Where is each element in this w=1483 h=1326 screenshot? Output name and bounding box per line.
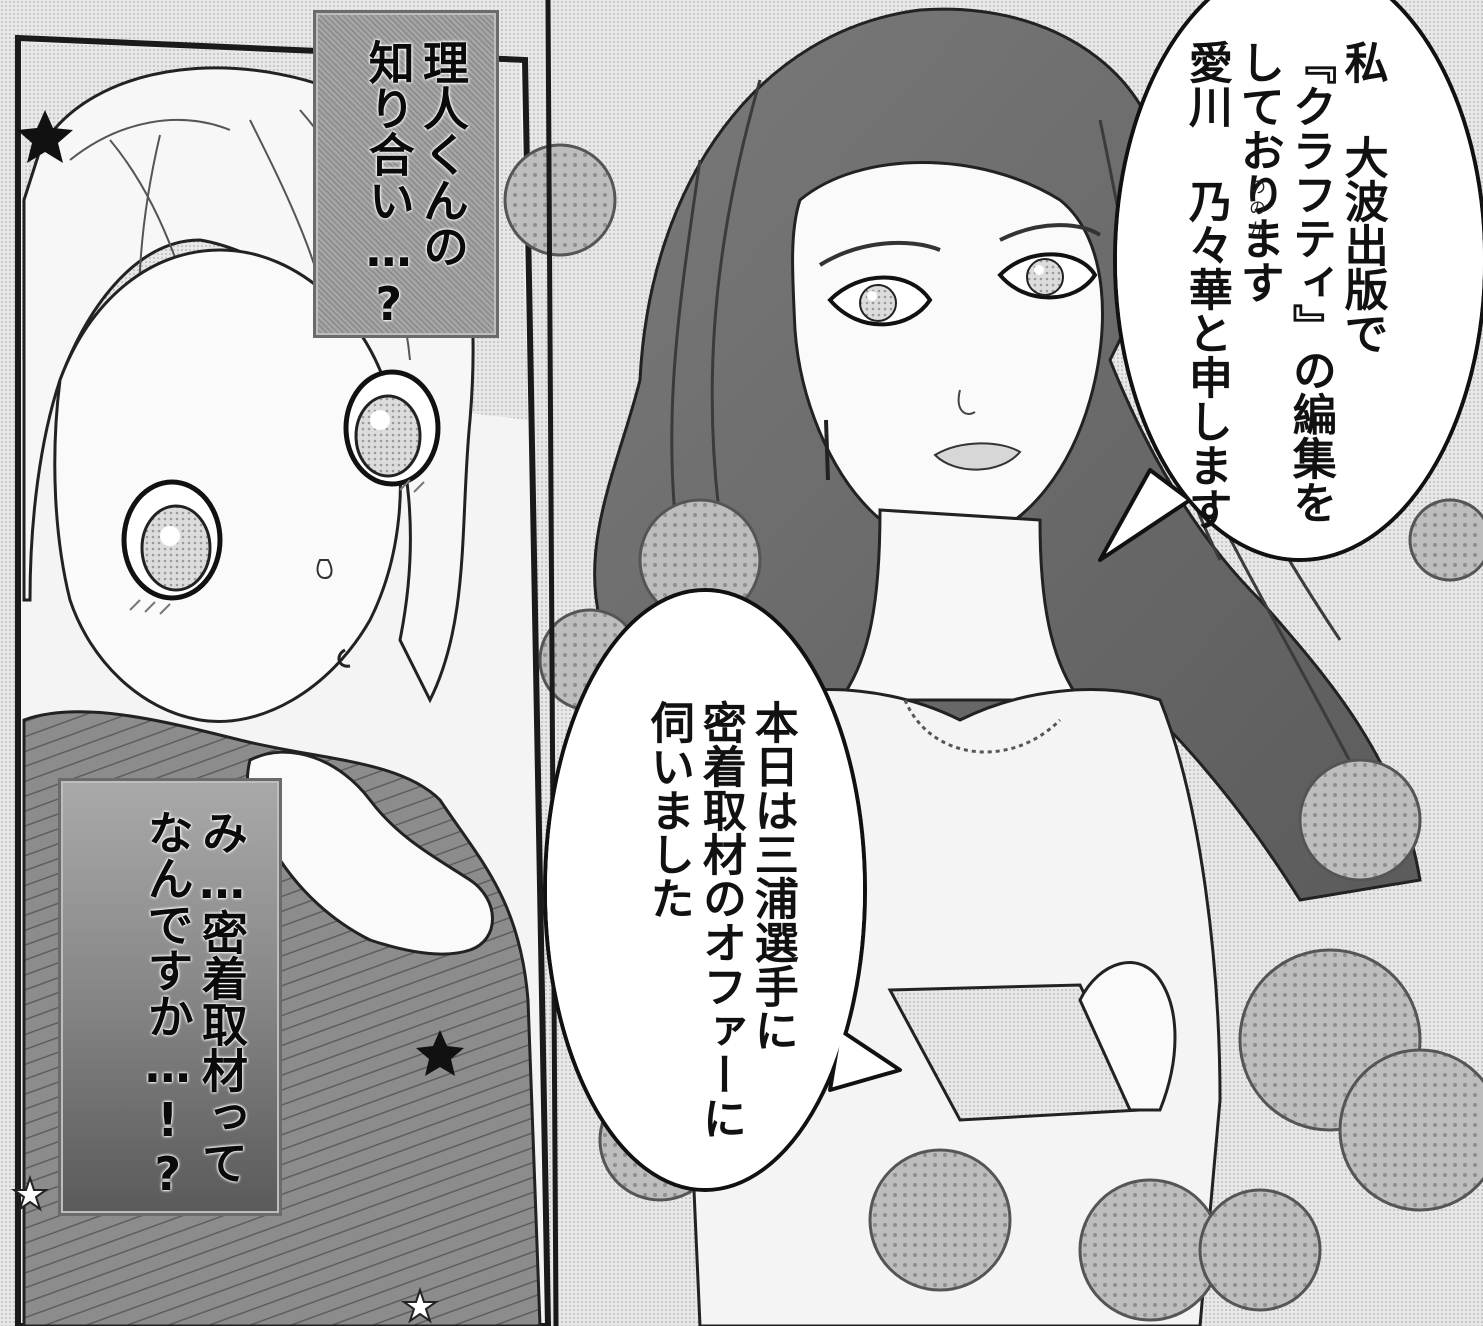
caption-1-text: 理人くんの 知り合い…? [361, 39, 470, 331]
girl-eye-left [121, 479, 223, 601]
bubble-1-line-2: 『クラフティ』の編集を [1284, 40, 1336, 524]
bubble-1-line-1: 私 大波出版で [1336, 40, 1388, 355]
bubble-2-line-3: 伺いました [642, 700, 694, 920]
bubble-2-line-2: 密着取材のオファーに [694, 700, 746, 1140]
speech-bubble-2-text: 本日は三浦選手に 密着取材のオファーに 伺いました [642, 700, 798, 1140]
woman-eye-left [827, 275, 933, 327]
narration-caption-1: 理人くんの 知り合い…? [313, 10, 499, 338]
caption-1-line-2: 知り合い…? [361, 39, 416, 331]
speech-bubble-1 [1098, 0, 1483, 562]
narration-caption-2: み…密着取材って なんですか…!? [58, 778, 282, 1216]
furigana-nonoka: ののか [1245, 178, 1265, 241]
caption-2-line-1: み…密着取材って [195, 809, 249, 1185]
woman-eye-right [997, 252, 1098, 300]
roses [503, 143, 1483, 1322]
bubble-1-line-4: 愛川 乃々華と申します [1180, 40, 1232, 531]
bubble-1-line-3: しております [1232, 40, 1284, 304]
speech-bubble-2 [543, 588, 902, 1192]
girl-eye-right [343, 369, 441, 487]
speech-bubble-1-text: 私 大波出版で 『クラフティ』の編集を しております 愛川 乃々華と申します [1180, 40, 1388, 531]
bubble-2-line-1: 本日は三浦選手に [746, 700, 798, 1052]
caption-2-text: み…密着取材って なんですか…!? [140, 809, 249, 1201]
caption-2-line-2: なんですか…!? [140, 809, 195, 1201]
caption-1-line-1: 理人くんの [416, 39, 470, 269]
